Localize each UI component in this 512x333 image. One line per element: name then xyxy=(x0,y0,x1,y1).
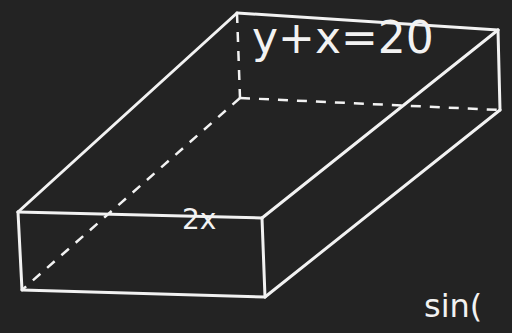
hidden-edge xyxy=(240,98,500,110)
prism-edge xyxy=(498,30,500,110)
prism-edge xyxy=(18,212,22,290)
prism-edge xyxy=(18,212,262,218)
hidden-edge xyxy=(22,98,240,290)
dimension-label: 2x xyxy=(182,206,216,234)
partial-formula: sin( xyxy=(424,290,482,322)
prism-edge xyxy=(22,290,265,297)
prism-edge xyxy=(265,110,500,297)
prism-edge xyxy=(18,13,237,212)
hidden-edge xyxy=(237,13,240,98)
equation-label: y+x=20 xyxy=(252,16,434,60)
prism-edge xyxy=(262,218,265,297)
